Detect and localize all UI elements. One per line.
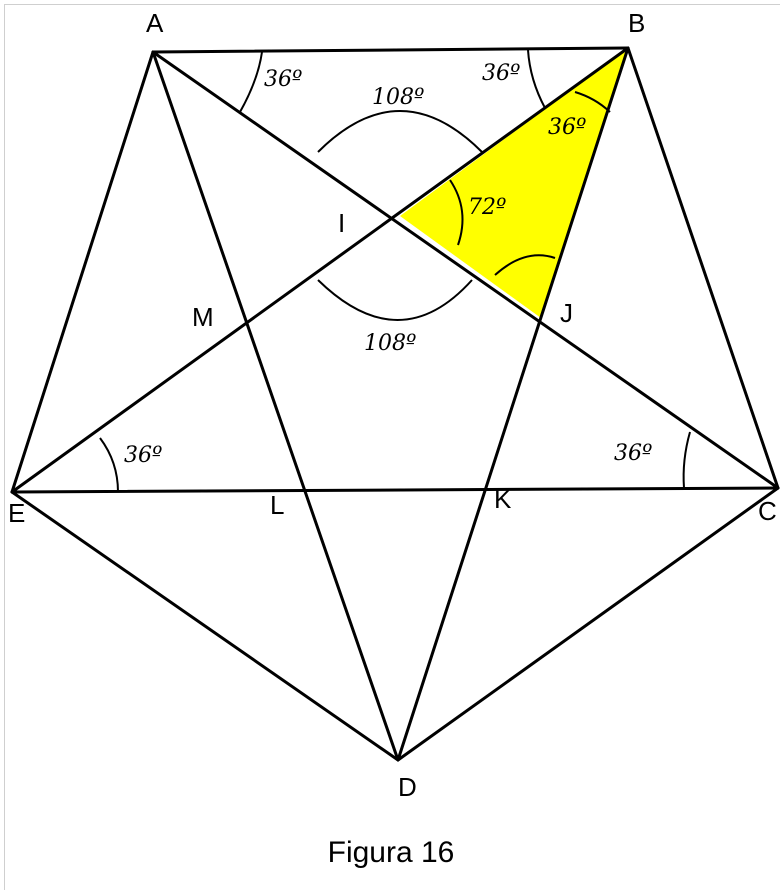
- diagonal-ad: [151, 50, 400, 762]
- angle-arc-e: [99, 437, 119, 493]
- diagonal-be: [10, 46, 630, 494]
- point-label-j: J: [560, 298, 573, 328]
- diagonal-bd: [396, 46, 630, 762]
- point-label-i: I: [338, 208, 345, 238]
- angle-label-i-72: 72º: [468, 195, 506, 220]
- diagonal-ac: [151, 50, 780, 490]
- angle-arc-bottom-108: [317, 279, 473, 321]
- angle-arc-b-inner: [574, 91, 611, 113]
- edge-cd: [396, 486, 780, 762]
- vertex-label-a: A: [146, 8, 164, 38]
- point-label-k: K: [494, 484, 512, 514]
- angle-label-a: 36º: [264, 67, 302, 92]
- angle-arc-a: [239, 51, 263, 113]
- point-label-l: L: [270, 490, 284, 520]
- vertex-label-b: B: [628, 8, 645, 38]
- angle-label-bottom-108: 108º: [364, 331, 416, 356]
- edge-de: [10, 490, 400, 762]
- figure-frame: [4, 4, 780, 890]
- angle-arc-c: [682, 431, 691, 489]
- vertex-label-c: C: [758, 496, 777, 526]
- point-label-m: M: [192, 302, 214, 332]
- diagonal-ce: [10, 486, 780, 494]
- vertex-label-e: E: [8, 498, 25, 528]
- highlighted-triangle-bij: [400, 48, 628, 318]
- vertex-label-d: D: [398, 772, 417, 802]
- angle-arc-i-72: [449, 179, 464, 246]
- edge-bc: [626, 46, 780, 490]
- edge-ea: [10, 50, 155, 494]
- angle-arc-top-108: [317, 110, 483, 153]
- angle-label-e: 36º: [124, 443, 162, 468]
- angle-label-c: 36º: [614, 441, 652, 466]
- angle-arc-j: [494, 254, 556, 276]
- angle-arc-b-top: [527, 49, 546, 109]
- angle-label-top-108: 108º: [372, 85, 424, 110]
- edge-ab: [151, 46, 630, 54]
- angle-label-b-top: 36º: [482, 61, 520, 86]
- angle-label-b-inner: 36º: [548, 115, 586, 140]
- figure-caption: Figura 16: [328, 836, 455, 869]
